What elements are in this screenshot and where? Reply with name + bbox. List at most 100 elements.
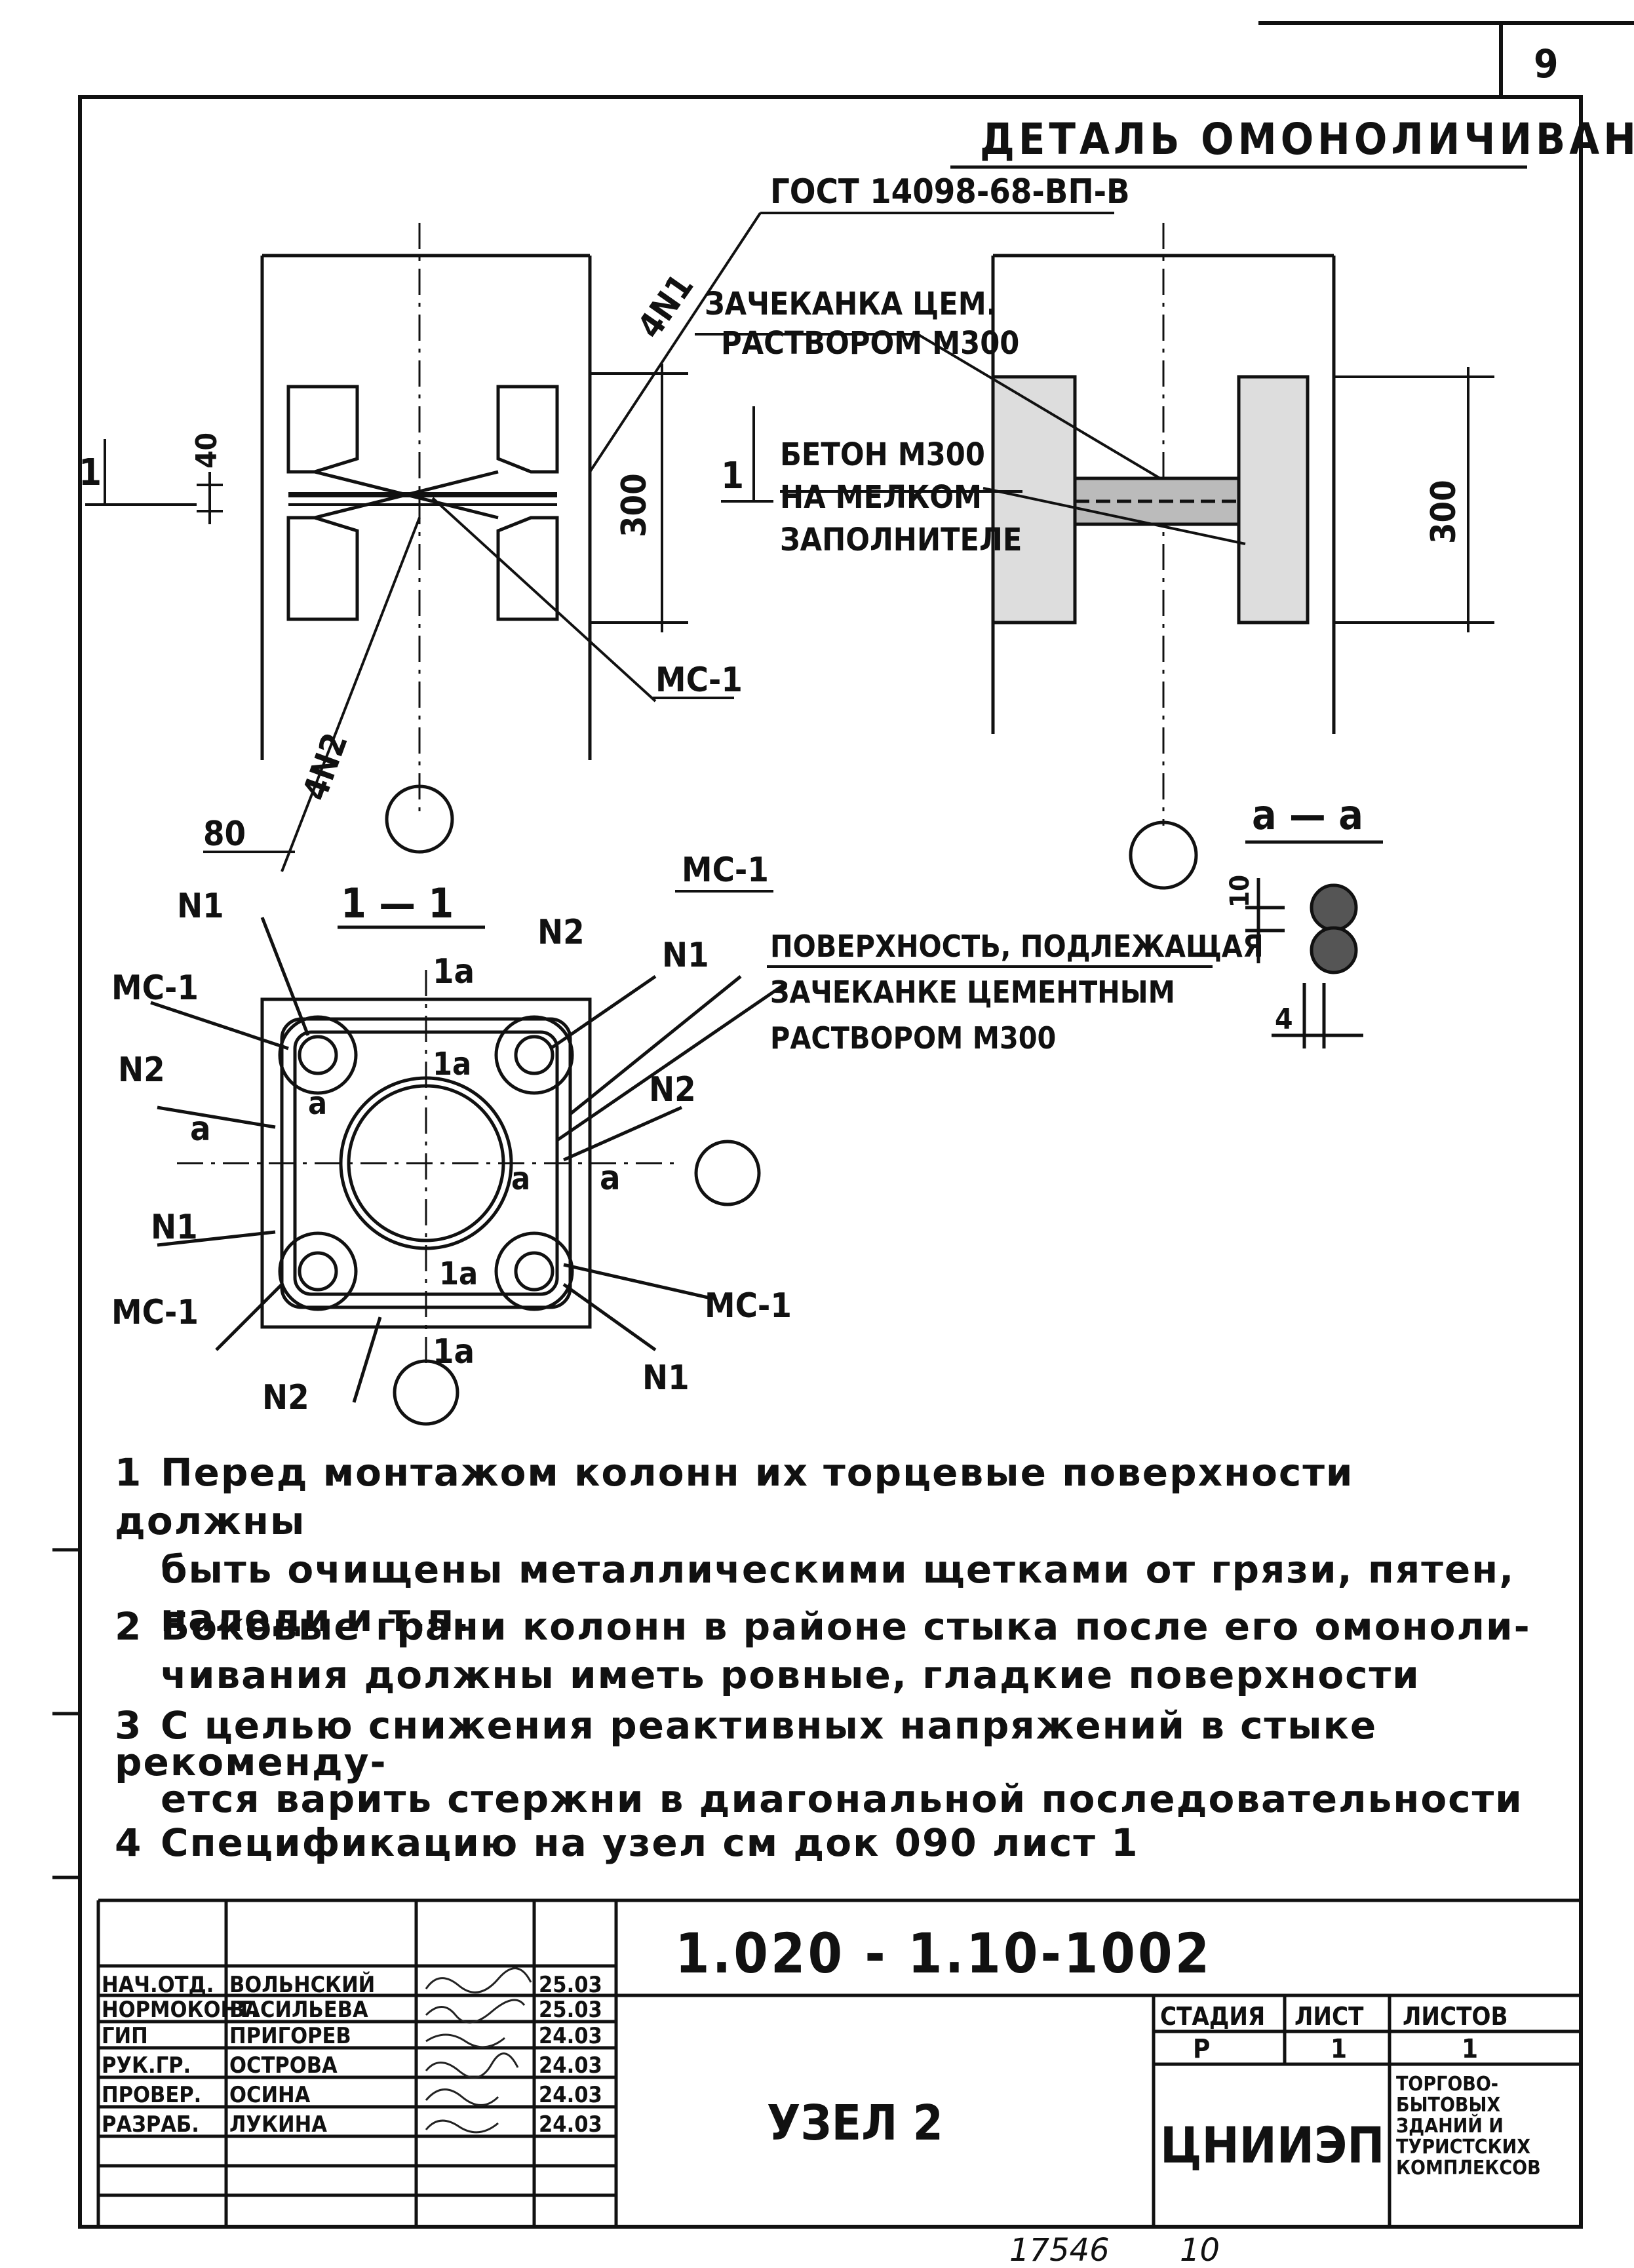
label-n2-bottom: N2 (262, 1378, 309, 1417)
signer-date: 24.03 (539, 2082, 602, 2108)
signer-role: НОРМОКОНТ. (102, 1997, 259, 2023)
rebar-4n2-label: 4N2 (296, 728, 356, 805)
signer-role: РАЗРАБ. (102, 2111, 199, 2138)
label-mc1-right: МС-1 (705, 1286, 792, 1326)
note-text: Спецификацию на узел см док 090 лист 1 (161, 1820, 1139, 1865)
org-sub-3: ЗДАНИЙ И (1396, 2114, 1504, 2138)
label-mc1-bottomleft: МС-1 (111, 1293, 199, 1332)
signer-date: 25.03 (539, 1997, 602, 2023)
label-a-left: a (190, 1109, 211, 1149)
signer-date: 24.03 (539, 2111, 602, 2138)
signer-date: 25.03 (539, 1972, 602, 1998)
signature-rows: НАЧ.ОТД. ВОЛЬНСКИЙ 25.03 НОРМОКОНТ. ВАСИ… (102, 1971, 602, 2138)
surface-note-line3: РАСТВОРОМ М300 (770, 1020, 1056, 1056)
signer-name: ОСТРОВА (229, 2052, 338, 2079)
signer-role: ПРОВЕР. (102, 2082, 201, 2108)
note-4: 4 Спецификацию на узел см док 090 лист 1 (115, 1818, 1557, 1867)
axis-bubble-top (393, 1359, 459, 1426)
gost-label: ГОСТ 14098-68-ВП-В (770, 172, 1130, 212)
node-name: УЗЕЛ 2 (767, 2095, 943, 2151)
label-n1-top: N1 (662, 936, 709, 975)
dimension-80: 80 (203, 815, 246, 854)
label-a-right: a (600, 1159, 621, 1198)
sheet-header: ЛИСТ (1294, 2002, 1364, 2031)
caulking-line2: РАСТВОРОМ М300 (721, 325, 1019, 362)
title-block-grid (96, 1898, 1581, 2227)
doc-number: 1.020 - 1.10-1002 (675, 1921, 1212, 1986)
section-11-plan (150, 917, 788, 1403)
stage-header: СТАДИЯ (1160, 2002, 1265, 2031)
label-n2-right: N2 (649, 1070, 696, 1109)
right-elevation (991, 223, 1336, 826)
note-text: Перед монтажом колонн их торцевые поверх… (115, 1450, 1354, 1543)
note-text-cont: ется варить стержни в диагональной после… (161, 1777, 1523, 1821)
caulking-line1: ЗАЧЕКАНКА ЦЕМ. (705, 286, 997, 322)
dimension-4: 4 (1275, 1003, 1293, 1036)
inventory-number: 17546 (1009, 2232, 1110, 2268)
note-2: 2 Боковые грани колонн в районе стыка пос… (115, 1602, 1557, 1699)
axis-bubble-right (694, 1140, 761, 1206)
signer-role: ГИП (102, 2023, 148, 2049)
left-elevation (260, 223, 592, 819)
note-number: 1 (115, 1450, 143, 1495)
signer-name: ВОЛЬНСКИЙ (229, 1971, 375, 1998)
page-number: 9 (1534, 41, 1559, 87)
stage-value: Р (1193, 2034, 1210, 2064)
height-dimension-right: 300 (1424, 480, 1464, 544)
label-a-inner-right: a (511, 1161, 530, 1197)
label-n2-top: N2 (537, 913, 585, 952)
signer-name: ЛУКИНА (229, 2111, 327, 2138)
left-axis-bubble (385, 784, 454, 854)
org-sub-2: БЫТОВЫХ (1396, 2094, 1500, 2117)
right-dimensions (695, 333, 1494, 632)
label-mc1-top: МС-1 (682, 851, 769, 890)
section-aa-rebars (1245, 878, 1363, 1048)
note-text-cont: наледи и т.п. (161, 1596, 471, 1640)
note-text: Боковые грани колонн в районе стыка посл… (161, 1604, 1531, 1649)
note-number: 2 (115, 1604, 143, 1649)
section-aa-title: a — a (1252, 791, 1363, 839)
signer-role: НАЧ.ОТД. (102, 1972, 214, 1998)
rebar-4n1-label: 4N1 (630, 267, 701, 346)
label-a-inner-left: a (308, 1085, 327, 1122)
detail-title: ДЕТАЛЬ ОМОНОЛИЧИВАНИЯ (980, 114, 1634, 164)
signatures (425, 1967, 532, 2134)
left-dimensions (85, 212, 762, 872)
org-sub-4: ТУРИСТСКИХ (1396, 2136, 1530, 2159)
section-mark-left: 1 (79, 452, 102, 494)
right-axis-bubble (1129, 820, 1198, 890)
label-1a-bottom: 1a (433, 1332, 475, 1372)
gap-dimension-40: 40 (190, 432, 224, 469)
signer-name: ВАСИЛЬЕВА (229, 1997, 368, 2023)
sheets-header: ЛИСТОВ (1403, 2002, 1508, 2031)
signer-name: ОСИНА (229, 2082, 311, 2108)
height-dimension-left: 300 (615, 473, 654, 537)
concrete-line2: НА МЕЛКОМ (780, 479, 982, 516)
org-sub-5: КОМПЛЕКСОВ (1396, 2157, 1541, 2180)
label-1a-inner-bottom: 1a (439, 1256, 478, 1292)
note-text-cont: быть очищены металлическими щетками от г… (161, 1547, 1515, 1592)
label-n2-left: N2 (118, 1050, 165, 1090)
label-n1-left: N1 (151, 1208, 198, 1247)
concrete-line3: ЗАПОЛНИТЕЛЕ (780, 522, 1022, 558)
sheet-frame (78, 21, 1634, 2229)
org-name: ЦНИИЭП (1160, 2116, 1385, 2174)
sheet-value: 1 (1331, 2034, 1347, 2064)
copy-number: 10 (1180, 2232, 1220, 2268)
sheets-value: 1 (1462, 2034, 1478, 2064)
signer-date: 24.03 (539, 2052, 602, 2079)
note-text-cont: чивания должны иметь ровные, гладкие пов… (161, 1653, 1420, 1697)
label-1a-inner-top: 1a (433, 1046, 471, 1083)
dimension-10: 10 (1225, 875, 1255, 908)
org-sub-1: ТОРГОВО- (1396, 2073, 1498, 2096)
label-n1-topleft: N1 (177, 887, 224, 926)
note-text: С целью снижения реактивных напряжений в… (115, 1703, 1378, 1784)
signer-name: ПРИГОРЕВ (229, 2023, 351, 2049)
surface-note-line1: ПОВЕРХНОСТЬ, ПОДЛЕЖАЩАЯ (770, 929, 1264, 964)
signer-role: РУК.ГР. (102, 2052, 191, 2079)
note-number: 4 (115, 1820, 143, 1865)
surface-note-line2: ЗАЧЕКАНКЕ ЦЕМЕНТНЫМ (770, 974, 1175, 1010)
